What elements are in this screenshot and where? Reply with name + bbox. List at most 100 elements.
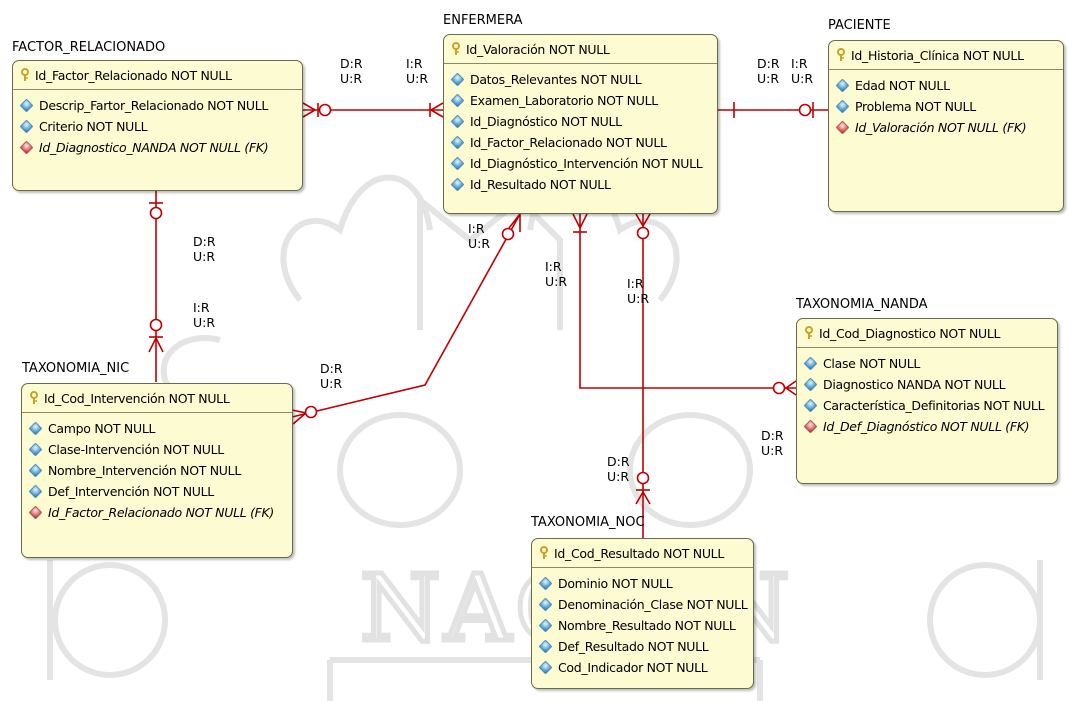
attribute-diamond-icon xyxy=(804,399,818,413)
rel-label-enfermera-nanda-ir: I:R U:R xyxy=(545,259,567,289)
attribute-row: Criterio NOT NULL xyxy=(13,116,302,137)
rel-label-enfermera-paciente-dr: D:R U:R xyxy=(757,56,780,86)
rel-label-nic-dr: D:R U:R xyxy=(320,361,343,391)
attribute-text: Def_Intervención NOT NULL xyxy=(48,484,214,499)
attribute-text: Clase NOT NULL xyxy=(823,356,920,371)
foreign-key-diamond-icon xyxy=(20,141,34,155)
attribute-diamond-icon xyxy=(539,661,553,675)
key-icon xyxy=(803,326,815,340)
attribute-text: Descrip_Fartor_Relacionado NOT NULL xyxy=(39,98,268,113)
attribute-diamond-icon xyxy=(804,357,818,371)
entity-name-factor-relacionado: FACTOR_RELACIONADO xyxy=(12,40,165,55)
rel-label-noc-dr: D:R U:R xyxy=(607,454,630,484)
attribute-text: Nombre_Resultado NOT NULL xyxy=(558,618,735,633)
entity-taxonomia-noc[interactable]: Id_Cod_Resultado NOT NULL Dominio NOT NU… xyxy=(531,538,754,689)
attribute-row: Problema NOT NULL xyxy=(829,96,1063,117)
attribute-row: Datos_Relevantes NOT NULL xyxy=(444,69,717,90)
pk-row: Id_Historia_Clínica NOT NULL xyxy=(829,41,1063,70)
attribute-row: Campo NOT NULL xyxy=(22,418,292,439)
pk-row: Id_Cod_Diagnostico NOT NULL xyxy=(797,319,1057,348)
attribute-row: Clase NOT NULL xyxy=(797,353,1057,374)
foreign-key-diamond-icon xyxy=(804,420,818,434)
attribute-row: Descrip_Fartor_Relacionado NOT NULL xyxy=(13,95,302,116)
attribute-diamond-icon xyxy=(29,464,43,478)
attribute-text: Problema NOT NULL xyxy=(855,99,976,114)
attribute-text: Cod_Indicador NOT NULL xyxy=(558,660,707,675)
attribute-text: Criterio NOT NULL xyxy=(39,119,147,134)
attribute-diamond-icon xyxy=(451,94,465,108)
attribute-diamond-icon xyxy=(539,598,553,612)
attribute-diamond-icon xyxy=(539,640,553,654)
attribute-text: Nombre_Intervención NOT NULL xyxy=(48,463,241,478)
attribute-row-fk: Id_Diagnostico_NANDA NOT NULL (FK) xyxy=(13,137,302,158)
attribute-row-fk: Id_Def_Diagnóstico NOT NULL (FK) xyxy=(797,416,1057,437)
rel-label-enfermera-noc-ir: I:R U:R xyxy=(627,276,649,306)
attribute-text: Id_Diagnóstico_Intervención NOT NULL xyxy=(470,156,702,171)
attribute-text: Dominio NOT NULL xyxy=(558,576,672,591)
rel-label-enfermera-ir: I:R U:R xyxy=(406,56,428,86)
attribute-row: Clase-Intervención NOT NULL xyxy=(22,439,292,460)
rel-enfermera-noc xyxy=(636,214,650,538)
entity-paciente[interactable]: Id_Historia_Clínica NOT NULL Edad NOT NU… xyxy=(828,40,1064,212)
entity-enfermera[interactable]: Id_Valoración NOT NULL Datos_Relevantes … xyxy=(443,34,718,214)
pk-row: Id_Valoración NOT NULL xyxy=(444,35,717,64)
attribute-row: Id_Diagnóstico NOT NULL xyxy=(444,111,717,132)
attribute-diamond-icon xyxy=(29,422,43,436)
attribute-row: Cod_Indicador NOT NULL xyxy=(532,657,753,678)
key-icon xyxy=(19,68,31,82)
attribute-diamond-icon xyxy=(451,178,465,192)
attribute-diamond-icon xyxy=(29,443,43,457)
key-icon xyxy=(538,546,550,560)
attribute-row: Nombre_Resultado NOT NULL xyxy=(532,615,753,636)
pk-attribute: Id_Factor_Relacionado NOT NULL xyxy=(35,68,232,83)
pk-attribute: Id_Cod_Resultado NOT NULL xyxy=(554,546,724,561)
attribute-row: Dominio NOT NULL xyxy=(532,573,753,594)
attribute-diamond-icon xyxy=(539,577,553,591)
rel-label-paciente-ir: I:R U:R xyxy=(791,56,813,86)
attribute-text: Edad NOT NULL xyxy=(855,78,950,93)
attribute-row-fk: Id_Valoración NOT NULL (FK) xyxy=(829,117,1063,138)
attribute-row: Id_Resultado NOT NULL xyxy=(444,174,717,195)
attribute-row-fk: Id_Factor_Relacionado NOT NULL (FK) xyxy=(22,502,292,523)
attribute-text: Diagnostico NANDA NOT NULL xyxy=(823,377,1005,392)
entity-taxonomia-nic[interactable]: Id_Cod_Intervención NOT NULL Campo NOT N… xyxy=(21,383,293,558)
attribute-diamond-icon xyxy=(836,100,850,114)
attribute-row: Def_Resultado NOT NULL xyxy=(532,636,753,657)
entity-factor-relacionado[interactable]: Id_Factor_Relacionado NOT NULL Descrip_F… xyxy=(12,60,303,191)
rel-enfermera-nanda xyxy=(573,214,796,395)
attribute-text: Id_Def_Diagnóstico NOT NULL (FK) xyxy=(823,419,1029,434)
attribute-text: Id_Factor_Relacionado NOT NULL (FK) xyxy=(48,505,274,520)
attribute-text: Def_Resultado NOT NULL xyxy=(558,639,708,654)
rel-factor-nic xyxy=(149,191,163,382)
entity-name-taxonomia-noc: TAXONOMIA_NOC xyxy=(531,515,645,530)
attribute-text: Característica_Definitorias NOT NULL xyxy=(823,398,1044,413)
attribute-text: Id_Diagnostico_NANDA NOT NULL (FK) xyxy=(39,140,268,155)
key-icon xyxy=(28,391,40,405)
attribute-row: Def_Intervención NOT NULL xyxy=(22,481,292,502)
attribute-diamond-icon xyxy=(29,485,43,499)
pk-row: Id_Factor_Relacionado NOT NULL xyxy=(13,61,302,90)
attribute-row: Diagnostico NANDA NOT NULL xyxy=(797,374,1057,395)
entity-name-paciente: PACIENTE xyxy=(828,18,891,33)
attribute-diamond-icon xyxy=(451,136,465,150)
attribute-text: Examen_Laboratorio NOT NULL xyxy=(470,93,658,108)
pk-attribute: Id_Valoración NOT NULL xyxy=(466,42,610,57)
rel-label-factor-dr: D:R U:R xyxy=(340,56,363,86)
attribute-text: Campo NOT NULL xyxy=(48,421,155,436)
rel-label-factor-nic-dr: D:R U:R xyxy=(193,234,216,264)
attribute-row: Id_Diagnóstico_Intervención NOT NULL xyxy=(444,153,717,174)
key-icon xyxy=(835,48,847,62)
attribute-text: Id_Valoración NOT NULL (FK) xyxy=(855,120,1026,135)
attribute-text: Datos_Relevantes NOT NULL xyxy=(470,72,641,87)
rel-enfermera-paciente xyxy=(718,102,828,118)
attribute-diamond-icon xyxy=(20,120,34,134)
rel-factor-enfermera xyxy=(303,103,443,117)
attribute-diamond-icon xyxy=(451,115,465,129)
pk-attribute: Id_Cod_Diagnostico NOT NULL xyxy=(819,326,1000,341)
entity-taxonomia-nanda[interactable]: Id_Cod_Diagnostico NOT NULL Clase NOT NU… xyxy=(796,318,1058,484)
entity-name-taxonomia-nic: TAXONOMIA_NIC xyxy=(22,361,129,376)
attribute-diamond-icon xyxy=(836,79,850,93)
pk-attribute: Id_Cod_Intervención NOT NULL xyxy=(44,391,230,406)
attribute-row: Id_Factor_Relacionado NOT NULL xyxy=(444,132,717,153)
attribute-diamond-icon xyxy=(451,157,465,171)
